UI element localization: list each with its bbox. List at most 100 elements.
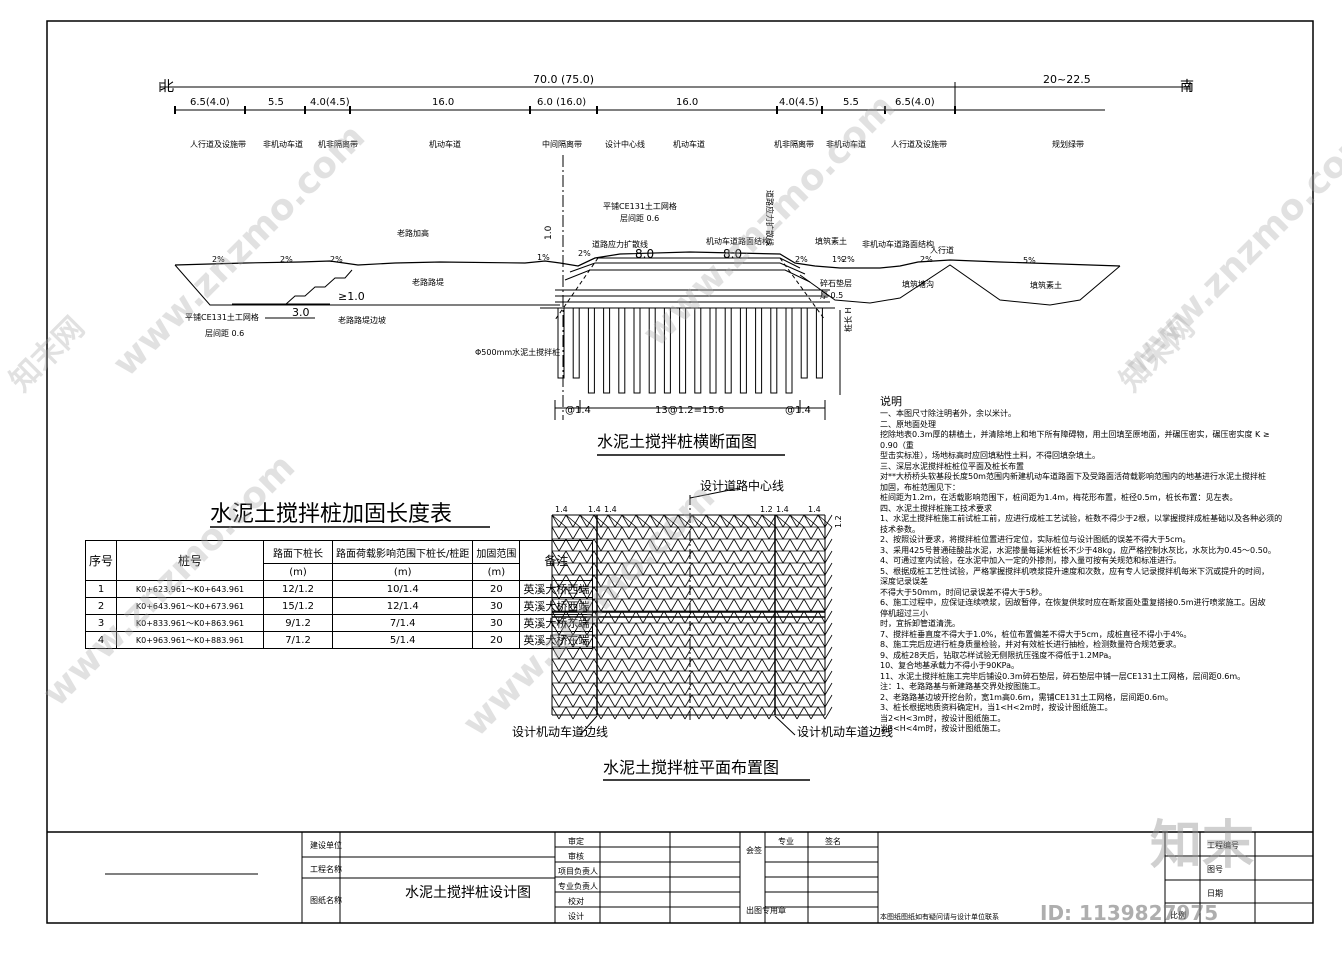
plan-spacing-7: 1.2 xyxy=(834,515,843,528)
grid-line xyxy=(747,694,756,708)
grid-line xyxy=(607,622,616,636)
grid-line xyxy=(656,670,665,684)
stress-line-label: 道路应力扩散线 xyxy=(592,240,648,249)
cell-b: 12/1.4 xyxy=(332,597,474,615)
grid-line xyxy=(635,670,644,684)
grid-line xyxy=(677,670,686,684)
pile-spacing-mid: 13@1.2=15.6 xyxy=(655,405,725,416)
grid-line xyxy=(754,562,763,576)
grid-line xyxy=(712,562,721,576)
grid-line xyxy=(789,694,798,708)
zone-7: 机动车道 xyxy=(673,140,705,149)
grid-line xyxy=(698,598,707,612)
plan-title: 水泥土搅拌桩平面布置图 xyxy=(603,758,780,777)
grid-line xyxy=(649,694,658,708)
grid-line xyxy=(747,586,756,600)
grid-line xyxy=(614,526,623,540)
grid-line xyxy=(705,634,714,648)
grid-line xyxy=(635,646,644,660)
grid-line xyxy=(817,634,826,648)
grid-line xyxy=(614,586,623,600)
grid-line xyxy=(761,622,770,636)
tb-drawing-no: 图号 xyxy=(1207,865,1223,874)
grid-line xyxy=(600,670,609,684)
grid-line xyxy=(628,646,637,660)
grid-line xyxy=(740,598,749,612)
grid-line xyxy=(621,514,630,528)
grid-line xyxy=(719,622,728,636)
tb-review: 审定 xyxy=(568,837,584,846)
grid-line xyxy=(810,646,819,660)
cell-a: 9/1.2 xyxy=(263,614,334,632)
grid-line xyxy=(691,598,700,612)
grid-line xyxy=(635,622,644,636)
grid-line xyxy=(719,646,728,660)
geogrid-bottom-spacing: 层间距 0.6 xyxy=(205,329,245,338)
grid-line xyxy=(677,514,686,528)
unit-b: (m) xyxy=(332,563,474,581)
grid-line xyxy=(782,550,791,564)
grid-line xyxy=(733,646,742,660)
grid-line xyxy=(705,550,714,564)
grid-line xyxy=(803,706,812,720)
grid-line xyxy=(712,658,721,672)
grid-line xyxy=(712,706,721,720)
grid-line xyxy=(628,694,637,708)
grid-line xyxy=(621,538,630,552)
grid-line xyxy=(824,562,833,576)
grid-line xyxy=(649,634,658,648)
grid-line xyxy=(621,562,630,576)
grid-line xyxy=(796,658,805,672)
grid-line xyxy=(614,694,623,708)
plan-spacing-5: 1.4 xyxy=(776,505,789,514)
grid-line xyxy=(572,646,581,660)
zone-1: 人行道及设施带 xyxy=(190,140,246,149)
height-1: 1.0 xyxy=(544,225,554,240)
grid-line xyxy=(558,694,567,708)
grid-line xyxy=(635,526,644,540)
grid-line xyxy=(642,586,651,600)
grid-line xyxy=(817,646,826,660)
cell-a: 15/1.2 xyxy=(263,597,334,615)
old-road-raise-label: 老路加高 xyxy=(397,229,429,238)
grid-line xyxy=(719,538,728,552)
notes-heading: 说明 xyxy=(880,395,902,408)
note-line: 注：1、老路路基与新建路基交界处按图施工。 xyxy=(880,682,1046,691)
cell-b: 10/1.4 xyxy=(332,580,474,598)
note-line: 7、搅拌桩垂直度不得大于1.0%，桩位布置偏差不得大于5cm，成桩直径不得小于4… xyxy=(880,629,1192,639)
grid-line xyxy=(614,598,623,612)
grid-line xyxy=(565,514,581,528)
grid-line xyxy=(649,670,658,684)
note-line: 当3<H<4m时，按设计图纸施工。 xyxy=(880,724,1006,733)
pile-spacing-left: @1.4 xyxy=(565,405,591,416)
grid-line xyxy=(817,658,826,672)
grid-line xyxy=(810,514,819,528)
grid-line xyxy=(817,622,826,636)
grid-line xyxy=(663,574,672,588)
grid-line xyxy=(705,526,714,540)
pile xyxy=(648,307,656,394)
grid-line xyxy=(761,670,770,684)
grid-line xyxy=(698,622,707,636)
grid-line xyxy=(740,586,749,600)
grid-line xyxy=(691,550,700,564)
pile xyxy=(694,307,702,394)
grid-line xyxy=(782,670,791,684)
grid-line xyxy=(754,550,763,564)
grid-line xyxy=(684,634,693,648)
cell-remark: 英溪大桥东端 xyxy=(519,631,594,649)
pile-dia-label: Φ500mm水泥土搅拌桩 xyxy=(475,348,561,357)
tb-project-lead: 项目负责人 xyxy=(558,867,598,876)
grid-line xyxy=(782,658,791,672)
grid-line xyxy=(796,706,805,720)
machine-struct-label: 机动车道路面结构 xyxy=(706,237,770,246)
grid-line xyxy=(586,670,595,684)
grid-line xyxy=(796,538,805,552)
fill-soil-label-2: 填筑素土 xyxy=(1030,281,1062,290)
grid-line xyxy=(789,634,798,648)
grid-line xyxy=(614,646,623,660)
grid-line xyxy=(754,622,763,636)
grid-line xyxy=(761,526,770,540)
grid-line xyxy=(628,658,637,672)
grid-line xyxy=(565,706,574,720)
